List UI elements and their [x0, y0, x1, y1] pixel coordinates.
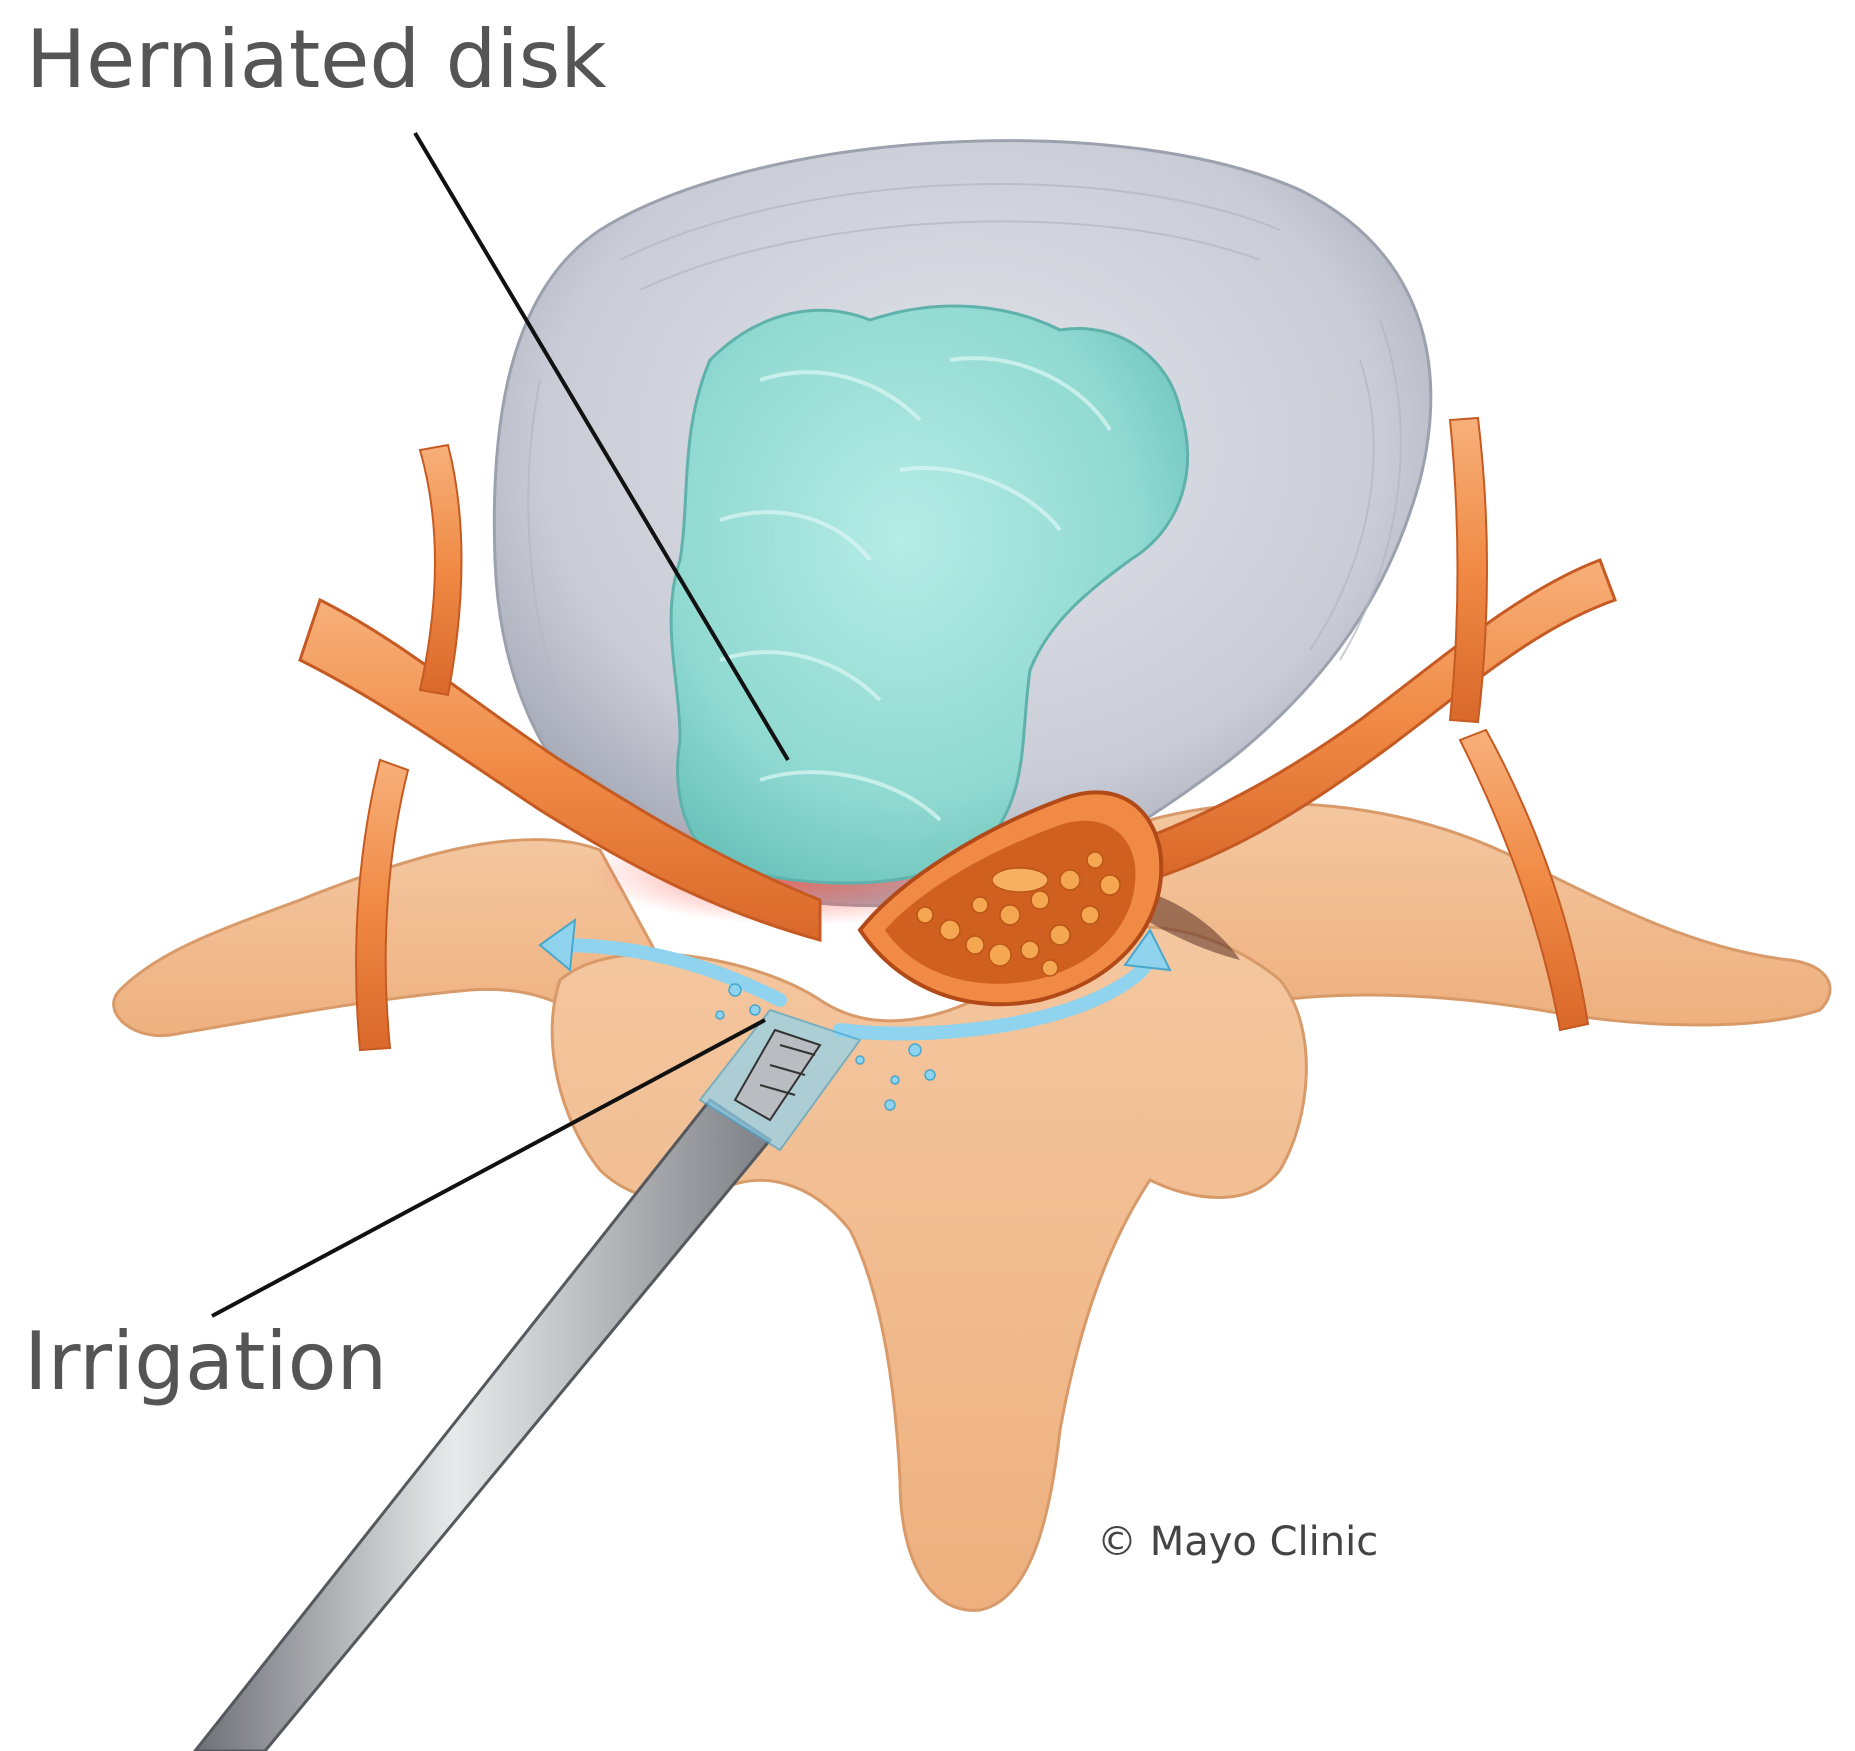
left-nerve-branch-lower	[355, 758, 410, 1052]
left-nerve-branch-upper	[418, 443, 463, 697]
irrigation-flow	[538, 917, 1172, 1111]
nerve-roots	[298, 416, 1617, 1052]
nucleus-pulposus	[669, 304, 1190, 885]
drill-bit	[733, 1028, 822, 1122]
irrigation-arrow-left	[538, 917, 577, 972]
right-nerve-branch-upper	[1448, 416, 1488, 724]
irrigation-leader-line	[211, 1018, 766, 1318]
irrigation-stream-left	[553, 938, 787, 1007]
spinal-cord-interior	[885, 820, 1136, 984]
herniated-disk-leader-line	[413, 131, 790, 762]
nucleus-texture	[719, 356, 1112, 822]
right-transverse-process	[1118, 802, 1832, 1027]
irrigation-arrow-right	[1123, 928, 1172, 972]
irrigation-droplets	[715, 983, 936, 1111]
disk-texture-lines	[527, 183, 1402, 701]
vertebra-shadow	[1130, 890, 1240, 960]
instrument-shaft	[193, 1097, 773, 1751]
label-herniated-disk: Herniated disk	[26, 13, 607, 106]
label-irrigation: Irrigation	[24, 1315, 388, 1408]
right-nerve-branch-lower	[1458, 728, 1590, 1032]
endoscope-instrument	[193, 1008, 862, 1751]
copyright-credit: © Mayo Clinic	[1097, 1519, 1379, 1565]
cauda-equina-fibers	[916, 851, 1121, 977]
